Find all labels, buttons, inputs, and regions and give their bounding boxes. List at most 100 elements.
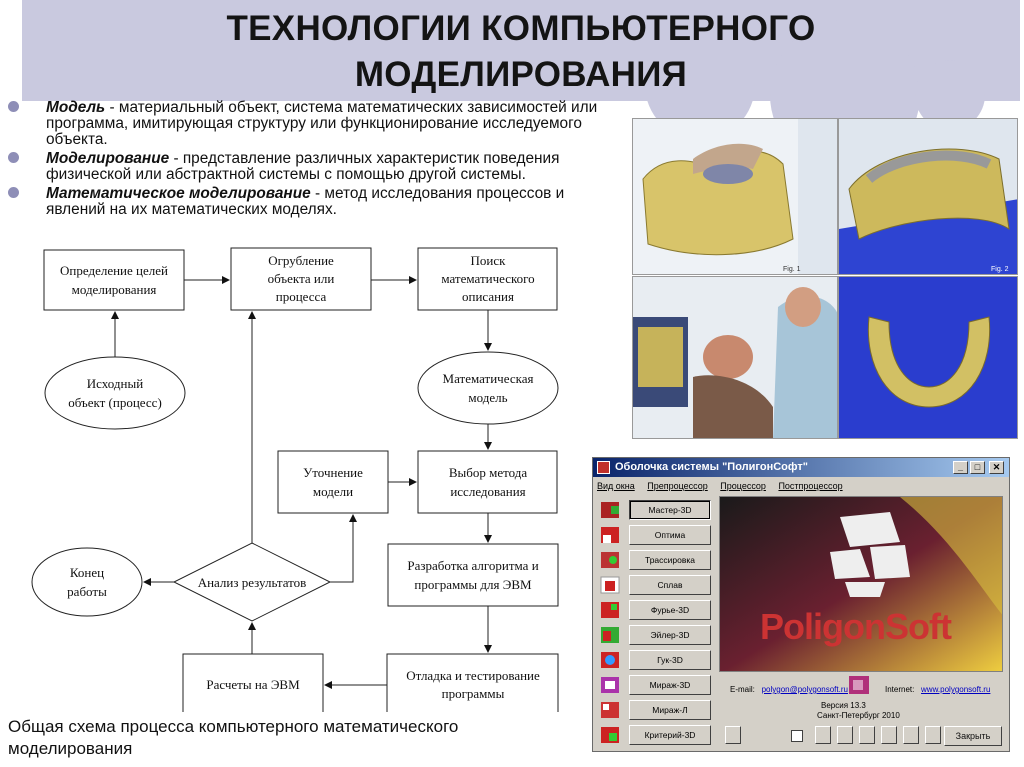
module-icon[interactable] <box>599 500 623 520</box>
module-button-mirage3d[interactable]: Мираж-3D <box>629 675 711 695</box>
method-box <box>417 450 558 514</box>
end-label: работы <box>67 584 107 599</box>
modeling-flowchart: Определение целей моделирования Огрублен… <box>31 247 559 712</box>
search-label: математического <box>441 271 534 286</box>
search-box <box>417 247 558 311</box>
debug-label: программы <box>442 686 505 701</box>
logo-icon <box>830 512 910 597</box>
module-icon[interactable] <box>599 575 623 595</box>
toolbar-button[interactable] <box>881 726 897 744</box>
toolbar-button[interactable] <box>837 726 853 744</box>
module-button-criterion3d[interactable]: Критерий-3D <box>629 725 711 745</box>
search-label: описания <box>462 289 514 304</box>
dental-model-illustration: Fig. 1 <box>633 119 837 274</box>
dental-scan-photo <box>632 276 838 439</box>
module-icon[interactable] <box>599 650 623 670</box>
page-title: ТЕХНОЛОГИИ КОМПЬЮТЕРНОГО МОДЕЛИРОВАНИЯ <box>226 9 816 94</box>
module-button-tracing[interactable]: Трассировка <box>629 550 711 570</box>
definition-item: Модель - материальный объект, система ма… <box>8 100 603 148</box>
fig-label: Fig. 1 <box>783 266 801 273</box>
module-icon[interactable] <box>599 725 623 745</box>
toolbar-button[interactable] <box>859 726 875 744</box>
calc-box <box>182 653 324 712</box>
end-ellipse <box>31 547 143 617</box>
internet-info: Internet: www.polygonsoft.ru <box>885 685 991 694</box>
algo-label: программы для ЭВМ <box>414 577 532 592</box>
definitions-list: Модель - материальный объект, система ма… <box>8 100 603 219</box>
source-label: объект (процесс) <box>68 395 162 410</box>
toolbar-button[interactable] <box>903 726 919 744</box>
mathmodel-label: модель <box>468 390 507 405</box>
menu-bar: Вид окна Препроцессор Процессор Постпроц… <box>597 479 853 493</box>
module-button-alloy[interactable]: Сплав <box>629 575 711 595</box>
bullet-icon <box>8 187 19 198</box>
calc-label: Расчеты на ЭВМ <box>206 677 300 692</box>
close-button[interactable]: Закрыть <box>944 726 1002 746</box>
bullet-icon <box>8 101 19 112</box>
module-button-master3d[interactable]: Мастер-3D <box>629 500 711 520</box>
source-ellipse <box>44 356 186 430</box>
module-button-optima[interactable]: Оптима <box>629 525 711 545</box>
maximize-button[interactable]: □ <box>970 461 985 474</box>
module-button-fourier3d[interactable]: Фурье-3D <box>629 600 711 620</box>
module-icon[interactable] <box>599 675 623 695</box>
module-button-euler3d[interactable]: Эйлер-3D <box>629 625 711 645</box>
city-year-text: Санкт-Петербург 2010 <box>817 711 900 720</box>
definition-text: - представление различных характеристик … <box>46 150 560 183</box>
cube-logo-icon <box>849 676 869 694</box>
toolbar-button[interactable] <box>925 726 941 744</box>
mathmodel-label: Математическая <box>443 371 534 386</box>
end-label: Конец <box>70 565 104 580</box>
method-label: Выбор метода <box>449 465 528 480</box>
dental-arch-bottom-illustration <box>839 277 1017 438</box>
module-icon[interactable] <box>599 600 623 620</box>
method-label: исследования <box>450 484 525 499</box>
email-info: E-mail: polygon@polygonsoft.ru <box>730 685 848 694</box>
brand-logo-text: PoligonSoft <box>760 606 952 647</box>
fig-label: Fig. 2 <box>991 266 1009 273</box>
minimize-button[interactable]: _ <box>953 461 968 474</box>
module-button-miragel[interactable]: Мираж-Л <box>629 700 711 720</box>
menu-view[interactable]: Вид окна <box>597 481 635 491</box>
definition-term: Моделирование <box>46 150 170 167</box>
definition-item: Моделирование - представление различных … <box>8 151 603 183</box>
toolbar-app-icon[interactable] <box>725 726 741 744</box>
dental-arch-illustration: Fig. 2 <box>839 119 1017 274</box>
refine-box <box>277 450 389 514</box>
definition-term: Математическое моделирование <box>46 185 311 202</box>
rough-label: Огрубление <box>268 253 334 268</box>
definition-term: Модель <box>46 99 106 116</box>
email-link[interactable]: polygon@polygonsoft.ru <box>761 685 848 694</box>
figure-caption: Общая схема процесса компьютерного матем… <box>8 717 459 758</box>
rough-label: объекта или <box>268 271 335 286</box>
goal-label: Определение целей <box>60 263 168 278</box>
menu-processor[interactable]: Процессор <box>720 481 766 491</box>
refine-label: Уточнение <box>303 465 363 480</box>
menu-postprocessor[interactable]: Постпроцессор <box>778 481 843 491</box>
version-text: Версия 13.3 <box>821 701 866 710</box>
module-icon[interactable] <box>599 550 623 570</box>
splash-graphic <box>720 497 1002 671</box>
toolbar-checkbox[interactable] <box>791 730 803 742</box>
website-link[interactable]: www.polygonsoft.ru <box>921 685 991 694</box>
app-icon <box>597 461 610 474</box>
goal-label: моделирования <box>72 282 157 297</box>
module-icon[interactable] <box>599 625 623 645</box>
menu-preprocessor[interactable]: Препроцессор <box>647 481 708 491</box>
dental-scan-illustration <box>633 277 837 438</box>
mathmodel-ellipse <box>417 351 559 425</box>
splash-image: PoligonSoft <box>719 496 1003 672</box>
polygonsoft-window: Оболочка системы "ПолигонСофт" _ □ ✕ Вид… <box>592 457 1010 752</box>
module-icon[interactable] <box>599 525 623 545</box>
close-window-button[interactable]: ✕ <box>989 461 1004 474</box>
module-button-hooke3d[interactable]: Гук-3D <box>629 650 711 670</box>
analysis-diamond <box>172 542 332 622</box>
module-icon[interactable] <box>599 700 623 720</box>
dental-model-image: Fig. 1 <box>632 118 838 275</box>
window-title: Оболочка системы "ПолигонСофт" <box>615 461 808 473</box>
toolbar-button[interactable] <box>815 726 831 744</box>
definition-item: Математическое моделирование - метод исс… <box>8 186 603 218</box>
source-label: Исходный <box>87 376 143 391</box>
definition-text: - метод исследования процессов и явлений… <box>46 185 565 218</box>
refine-label: модели <box>313 484 353 499</box>
